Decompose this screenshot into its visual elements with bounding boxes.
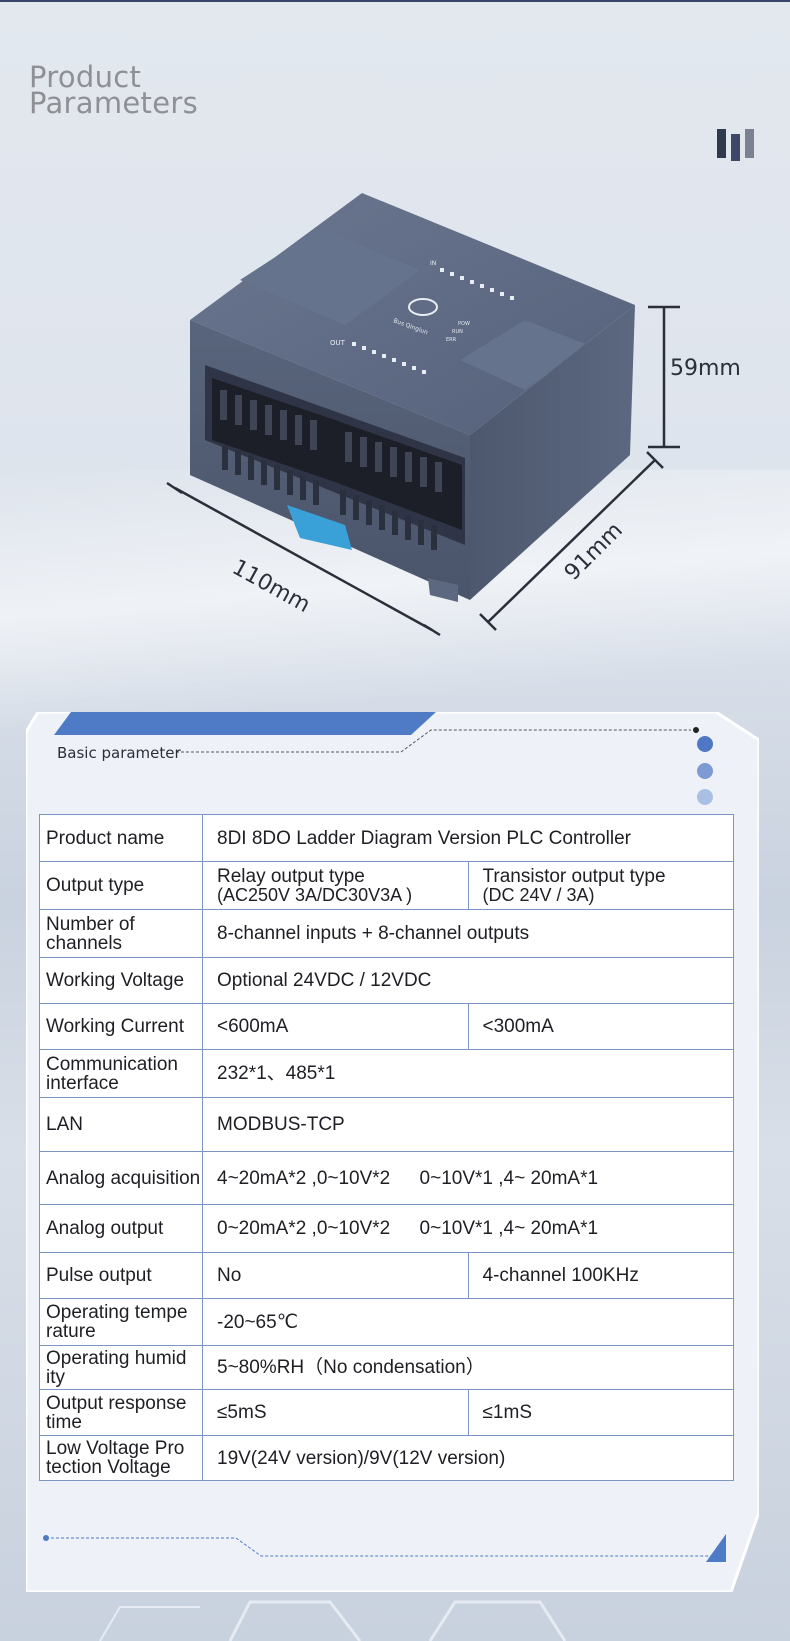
device-top-cover-left xyxy=(240,228,420,325)
table-row: Low Voltage Pro tection Voltage 19V(24V … xyxy=(39,1435,734,1481)
row-value: 0~20mA*2 ,0~10V*2 0~10V*1 ,4~ 20mA*1 xyxy=(202,1204,734,1253)
value-part-2: 0~10V*1 ,4~ 20mA*1 xyxy=(419,1167,599,1189)
row-label: Analog acquisition xyxy=(39,1151,203,1205)
row-value: ≤5mS xyxy=(202,1389,469,1436)
table-row: Pulse output No 4-channel 100KHz xyxy=(39,1252,734,1299)
row-value: 5~80%RH（No condensation） xyxy=(202,1345,734,1390)
row-label: Number of channels xyxy=(39,909,203,958)
row-label: Output response time xyxy=(39,1389,203,1436)
row-label: Output type xyxy=(39,861,203,910)
table-row: Analog output 0~20mA*2 ,0~10V*2 0~10V*1 … xyxy=(39,1204,734,1253)
row-value: -20~65℃ xyxy=(202,1298,734,1346)
value-part-2: 0~10V*1 ,4~ 20mA*1 xyxy=(419,1218,599,1239)
top-edge-line xyxy=(0,0,790,2)
row-value-2: 4-channel 100KHz xyxy=(467,1252,734,1299)
label-line-1: Output response xyxy=(46,1392,187,1414)
relay-type: Relay output type xyxy=(217,865,365,887)
row-label: Product name xyxy=(39,814,203,862)
label-in: IN xyxy=(430,260,436,267)
row-value: MODBUS-TCP xyxy=(202,1097,734,1152)
row-value: 8DI 8DO Ladder Diagram Version PLC Contr… xyxy=(202,814,734,862)
row-value-relay: Relay output type (AC250V 3A/DC30V3A ) xyxy=(202,861,469,910)
transistor-type: Transistor output type xyxy=(482,865,666,887)
row-value: No xyxy=(202,1252,469,1299)
table-row: Analog acquisition 4~20mA*2 ,0~10V*2 0~1… xyxy=(39,1151,734,1205)
label-line-2: ity xyxy=(46,1366,65,1388)
table-row: Working Voltage Optional 24VDC / 12VDC xyxy=(39,957,734,1004)
row-label: Analog output xyxy=(39,1204,203,1253)
card-bottom-dashed-line xyxy=(46,1537,716,1557)
bottom-decoration xyxy=(99,1600,567,1641)
table-row: LAN MODBUS-TCP xyxy=(39,1097,734,1152)
label-pow: POW xyxy=(458,321,470,327)
table-row: Working Current <600mA <300mA xyxy=(39,1003,734,1050)
label-line-1: Operating humid xyxy=(46,1347,187,1369)
row-value: 8-channel inputs + 8-channel outputs xyxy=(202,909,734,958)
label-run: RUN xyxy=(452,329,463,335)
height-dimension-label: 59mm xyxy=(670,356,741,381)
brand-bars-icon xyxy=(717,129,754,161)
table-row: Operating tempe rature -20~65℃ xyxy=(39,1298,734,1346)
table-row: Product name 8DI 8DO Ladder Diagram Vers… xyxy=(39,814,734,862)
row-value: 19V(24V version)/9V(12V version) xyxy=(202,1435,734,1481)
row-value: 4~20mA*2 ,0~10V*2 0~10V*1 ,4~ 20mA*1 xyxy=(202,1151,734,1205)
table-row: Communication interface 232*1、485*1 xyxy=(39,1049,734,1098)
row-label: Communication interface xyxy=(39,1049,203,1098)
row-label: LAN xyxy=(39,1097,203,1152)
label-line-2: rature xyxy=(46,1321,96,1342)
card-top-dashed-line xyxy=(176,729,691,753)
vent-slots xyxy=(222,445,437,550)
row-value: 232*1、485*1 xyxy=(202,1049,734,1098)
terminal-blocks xyxy=(212,378,462,530)
row-value-2: <300mA xyxy=(467,1003,734,1050)
label-err: ERR xyxy=(446,337,457,343)
parameters-table: Product name 8DI 8DO Ladder Diagram Vers… xyxy=(39,814,734,1481)
status-leds xyxy=(352,268,514,374)
device-top-cover-right xyxy=(460,320,588,390)
label-line-2: channels xyxy=(46,932,123,954)
transistor-rating: (DC 24V / 3A) xyxy=(482,884,595,905)
label-line-2: time xyxy=(46,1411,82,1433)
label-line-2: tection Voltage xyxy=(46,1457,171,1478)
table-row: Output response time ≤5mS ≤1mS xyxy=(39,1389,734,1436)
label-line-2: interface xyxy=(46,1072,119,1094)
dimension-lines xyxy=(166,305,680,637)
mounting-tab xyxy=(428,578,458,602)
card-accent-bar xyxy=(54,712,436,735)
din-rail-clip xyxy=(287,505,352,550)
row-label: Operating tempe rature xyxy=(39,1298,203,1346)
table-row: Operating humid ity 5~80%RH（No condensat… xyxy=(39,1345,734,1390)
value-part-1: 0~20mA*2 ,0~10V*2 xyxy=(217,1218,391,1239)
label-line-1: Operating tempe xyxy=(46,1302,188,1323)
label-line-1: Communication xyxy=(46,1053,178,1075)
row-value-transistor: Transistor output type (DC 24V / 3A) xyxy=(467,861,734,910)
device-side-face xyxy=(470,305,635,600)
row-value-2: ≤1mS xyxy=(467,1389,734,1436)
table-row: Number of channels 8-channel inputs + 8-… xyxy=(39,909,734,958)
row-label: Working Current xyxy=(39,1003,203,1050)
plc-device-illustration: IN OUT POW RUN ERR Bus Qingiun xyxy=(166,193,680,637)
card-bottom-accent xyxy=(706,1534,726,1562)
title-line-1: Product xyxy=(29,60,142,94)
page-title: Product Parameters xyxy=(29,60,198,120)
label-line-1: Number of xyxy=(46,913,135,935)
row-value: Optional 24VDC / 12VDC xyxy=(202,957,734,1004)
decorative-dots xyxy=(697,736,713,805)
label-out: OUT xyxy=(330,339,346,347)
row-label: Pulse output xyxy=(39,1252,203,1299)
row-label: Low Voltage Pro tection Voltage xyxy=(39,1435,203,1481)
row-label: Operating humid ity xyxy=(39,1345,203,1390)
row-value: <600mA xyxy=(202,1003,469,1050)
label-line-1: Low Voltage Pro xyxy=(46,1438,185,1459)
table-row: Output type Relay output type (AC250V 3A… xyxy=(39,861,734,910)
row-label: Working Voltage xyxy=(39,957,203,1004)
section-label: Basic parameter xyxy=(57,744,181,762)
title-line-2: Parameters xyxy=(29,86,198,120)
value-part-1: 4~20mA*2 ,0~10V*2 xyxy=(217,1167,391,1189)
relay-rating: (AC250V 3A/DC30V3A ) xyxy=(217,884,413,905)
